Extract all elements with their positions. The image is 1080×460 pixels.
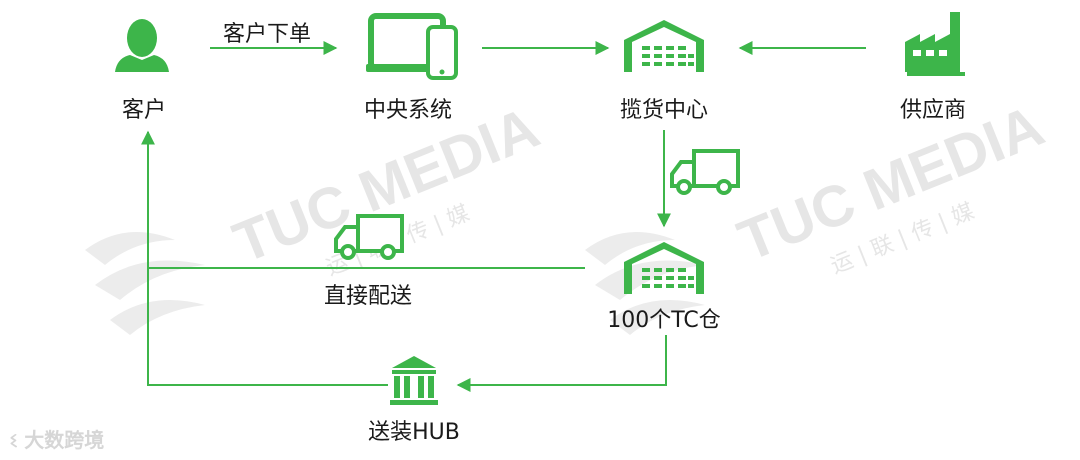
connectors [141, 41, 866, 392]
edge-label-customer-order: 客户下单 [222, 22, 312, 47]
node-label-central-system: 中央系统 [363, 98, 453, 123]
tablet-phone-icon [366, 13, 458, 80]
bank-building-icon [390, 356, 438, 405]
node-label-delivery-hub: 送装HUB [368, 420, 460, 445]
watermark-swoosh-right [585, 232, 705, 335]
footer-watermark: ଽ 大数跨境 [10, 428, 105, 452]
node-label-supplier: 供应商 [899, 98, 967, 123]
footer-logo-icon: ଽ [10, 428, 25, 452]
person-icon [115, 19, 169, 72]
node-label-collection-center: 揽货中心 [619, 98, 709, 123]
node-label-tc-warehouse: 100个TC仓 [607, 308, 721, 333]
edge-label-direct-delivery: 直接配送 [323, 284, 413, 309]
node-label-customer: 客户 [121, 98, 167, 123]
factory-icon [905, 12, 965, 76]
watermark-swoosh-left [85, 232, 205, 335]
watermark-right: TUC MEDIA 运 | 联 | 传 | 媒 [729, 93, 1052, 279]
warehouse-icon-tc [624, 242, 704, 294]
truck-icon-direct-delivery [334, 214, 404, 260]
arrow-hub-to-customer [141, 130, 388, 386]
truck-icon-center-to-tc [670, 149, 740, 195]
warehouse-icon-collection-center [624, 20, 704, 72]
line-tc-to-hub [456, 335, 667, 392]
